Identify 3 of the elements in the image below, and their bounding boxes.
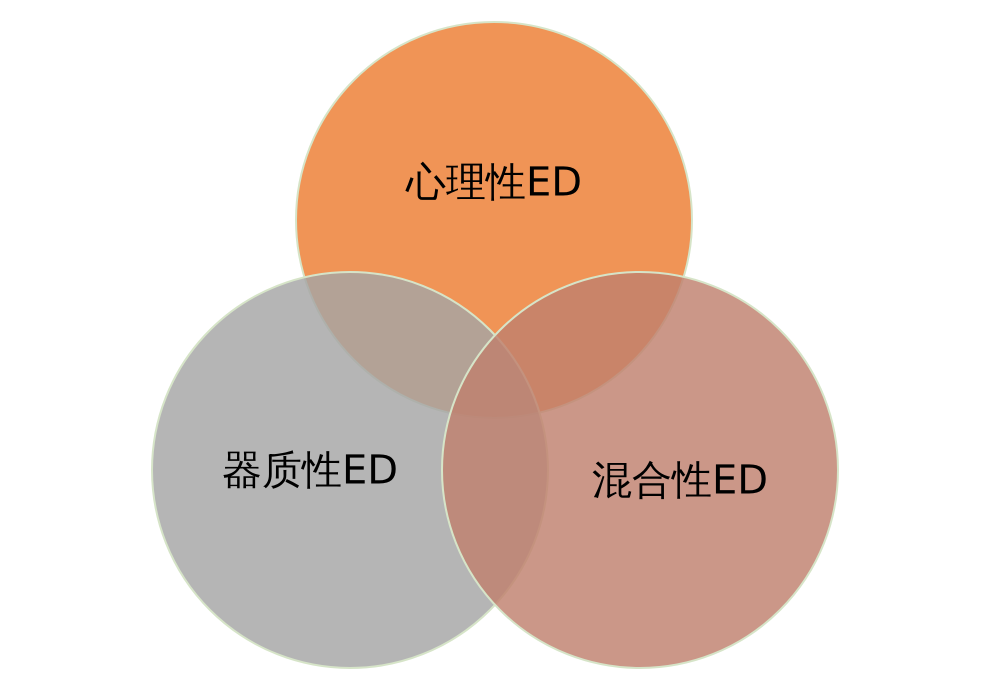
circle-label: 混合性ED (592, 456, 768, 506)
circle-label: 心理性ED (406, 158, 582, 208)
circle-label: 器质性ED (222, 446, 398, 496)
